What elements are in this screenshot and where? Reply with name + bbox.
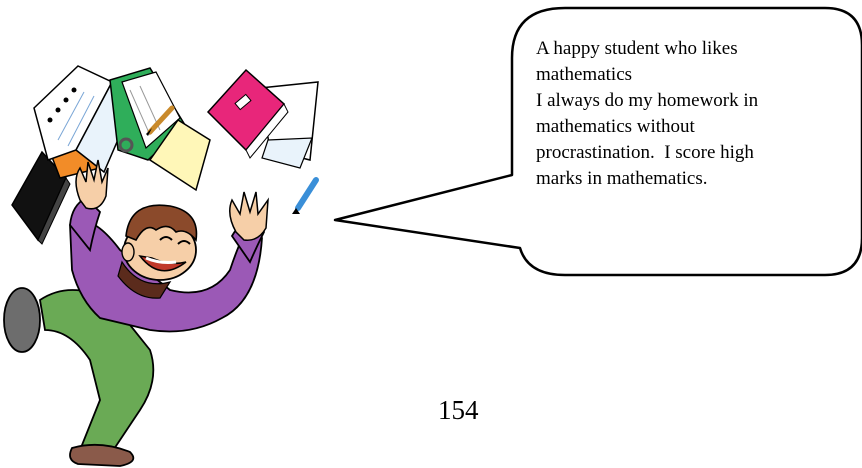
yellow-paper (148, 118, 211, 192)
student-figure (3, 159, 269, 467)
bubble-line-1: A happy student who likes (536, 38, 738, 59)
bubble-line-5: procrastination. I score high (536, 142, 754, 163)
pink-book (206, 68, 319, 169)
speech-bubble-text: A happy student who likes mathematics I … (536, 36, 854, 192)
bubble-line-6: marks in mathematics. (536, 168, 708, 189)
pen (292, 177, 319, 214)
bubble-line-2: mathematics (536, 64, 633, 85)
black-book (11, 150, 71, 245)
page-number: 154 (438, 395, 479, 425)
speech-bubble (333, 6, 862, 277)
bubble-line-3: I always do my homework in (536, 90, 759, 111)
bubble-line-4: mathematics without (536, 116, 695, 137)
